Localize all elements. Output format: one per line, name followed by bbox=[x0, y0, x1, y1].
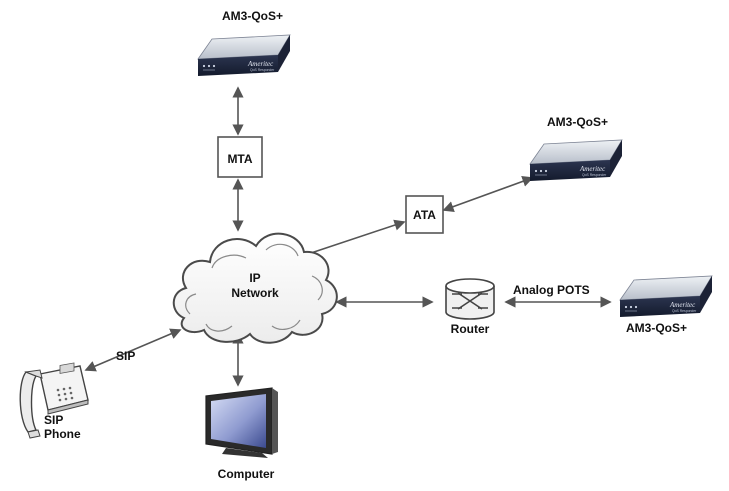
am3-device-top-label: AM3-QoS+ bbox=[222, 9, 283, 23]
connections bbox=[84, 86, 612, 387]
edge-cloud-phone bbox=[84, 328, 182, 372]
computer-label: Computer bbox=[218, 467, 275, 481]
ip-network-cloud: IP Network bbox=[172, 232, 338, 344]
am3-device-right-label: AM3-QoS+ bbox=[547, 115, 608, 129]
am3-device-bottom: AM3-QoS+ bbox=[619, 275, 713, 335]
am3-device-right: AM3-QoS+ bbox=[529, 115, 623, 182]
router-icon bbox=[445, 278, 495, 320]
router-node: Router bbox=[445, 278, 495, 336]
ata-label: ATA bbox=[413, 208, 436, 222]
am3-device-bottom-label: AM3-QoS+ bbox=[626, 321, 687, 335]
mta-label: MTA bbox=[227, 152, 252, 166]
edge-label-analog-pots: Analog POTS bbox=[513, 283, 590, 297]
mta-box: MTA bbox=[217, 136, 263, 178]
sip-phone-node: SIP Phone bbox=[19, 362, 89, 441]
phone-label-line2: Phone bbox=[44, 427, 81, 441]
computer-node: Computer bbox=[205, 387, 278, 481]
computer-monitor-icon bbox=[205, 387, 278, 458]
phone-icon bbox=[19, 362, 89, 439]
am3-device-top: AM3-QoS+ bbox=[197, 9, 291, 77]
phone-label-line1: SIP bbox=[44, 413, 63, 427]
ata-box: ATA bbox=[405, 195, 444, 234]
cloud-label-line2: Network bbox=[231, 286, 279, 300]
edge-label-sip: SIP bbox=[116, 349, 135, 363]
edge-ata-am3right bbox=[442, 175, 534, 213]
router-label: Router bbox=[451, 322, 490, 336]
cloud-label-line1: IP bbox=[249, 271, 260, 285]
